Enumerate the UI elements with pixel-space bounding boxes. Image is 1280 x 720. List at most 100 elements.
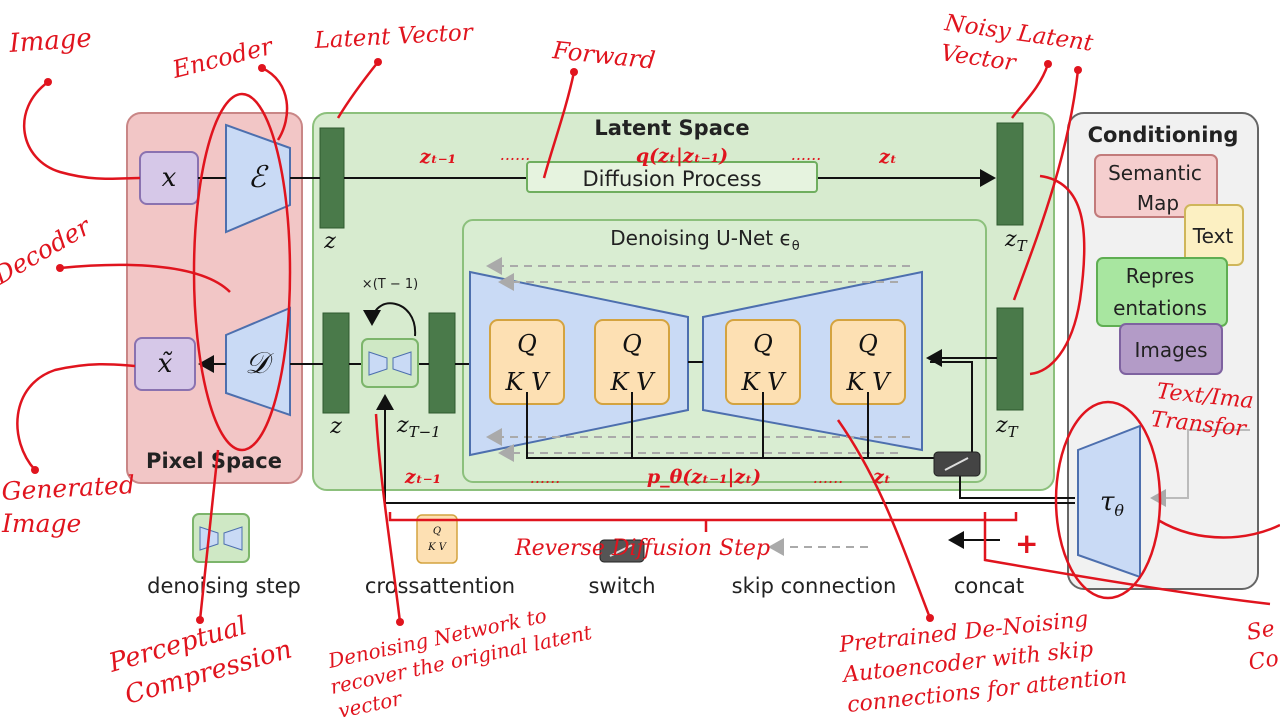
legend-mini-kv: K V [427,542,448,553]
forward-dots-left: ...... [500,145,531,164]
noisy-latent-pointer-2 [1012,69,1080,301]
conditioning-bus [526,392,940,459]
zT1-label: zT−1 [396,413,441,441]
map-label: Map [1137,191,1179,215]
latent-bar-zT1 [428,312,456,414]
conditioning-to-tau-line [1150,429,1250,507]
pixel-space-title: Pixel Space [146,449,282,473]
latent-bar-zT-bottom [996,307,1024,411]
images-box [1119,323,1223,375]
plus-mark: + [1015,527,1038,560]
zT-label-top: zT [1004,227,1028,255]
encoder-symbol: ℰ [248,160,269,195]
reverse-dots-left: ...... [530,468,561,487]
legend-concat: concat [954,574,1024,598]
repeat-loop-arrow [363,302,417,337]
annotation-se-1: Se [1245,616,1277,645]
qkv-block-4: Q K V [830,319,906,405]
annotation-image: Image [7,23,92,59]
qkv-block-3: Q K V [725,319,801,405]
pretrained-pointer [836,419,932,619]
dot-noisy-1 [1044,60,1052,68]
diffusion-process-label: Diffusion Process [582,167,761,191]
tau-sub: θ [1114,501,1124,520]
conditioning-title: Conditioning [1088,123,1239,147]
latent-vector-pointer [336,61,379,119]
legend-switch: switch [588,574,655,598]
latent-bar-zT-top [996,122,1024,226]
legend-crossattention-icon [416,514,458,564]
reverse-bracket [388,512,1018,532]
perceptual-pointer [198,449,220,621]
latent-bar-z-top [319,127,345,229]
qkv-1-q: Q [517,330,537,358]
z-label-top: z [323,229,336,254]
legend-switch-toggle [609,544,633,557]
forward-zt: zₜ [878,146,897,168]
annotation-forward: Forward [550,36,656,75]
unet-title-text: Denoising U-Net ϵ [610,226,792,250]
image-pointer [22,80,141,181]
dot-latent [374,58,382,66]
unet-title: Denoising U-Net ϵθ [610,226,800,254]
denoising-step-left-icon [368,351,388,376]
denoising-step-right-icon [392,351,412,376]
dot-encoder [258,64,266,72]
legend-mini-q: Q [433,526,441,537]
dot-generated [31,466,39,474]
qkv-2-kv: K V [610,368,657,396]
repeat-label: ×(T − 1) [362,277,418,292]
zT1-base: z [396,413,409,438]
images-label: Images [1134,338,1207,362]
encoder-trapezoid [225,123,291,234]
dot-image [44,78,52,86]
se-pointer [983,512,1271,606]
qkv-block-1: Q K V [489,319,565,405]
generated-pointer [16,362,136,471]
qkv-block-2: Q K V [594,319,670,405]
dot-decoder [56,264,64,272]
zT-bottom-base: z [995,413,1008,438]
qkv-4-q: Q [858,330,878,358]
qkv-2-q: Q [622,330,642,358]
unet-encoder-trapezoid [469,270,689,457]
zT1-sub: T−1 [409,423,441,441]
repres-label: Repres [1126,264,1195,288]
legend-crossattention: crossattention [365,574,515,598]
denoising-step-box [361,338,419,388]
perceptual-ellipse [192,92,292,452]
latent-space-title: Latent Space [594,116,749,140]
encoder-pointer [261,66,289,141]
annotation-layer [16,61,1280,623]
annotation-decoder: Decoder [0,211,97,291]
tau-ellipse [1054,400,1162,600]
denoising-network-pointer [374,413,402,623]
diffusion-process-box [526,161,818,193]
dot-perceptual [196,616,204,624]
decoder-pointer [59,263,231,293]
tau-symbol: τθ [1100,487,1124,520]
forward-pointer [542,71,576,179]
text-im-pointer [1157,518,1280,539]
unet-title-sub: θ [792,239,800,254]
reverse-formula: p_θ(zₜ₋₁|zₜ) [647,466,761,488]
forward-formula: q(zₜ|zₜ₋₁) [636,145,728,167]
dot-denoising [396,618,404,626]
annotation-se-2: Co [1247,646,1280,676]
reverse-dots-right: ...... [813,468,844,487]
latent-bar-z-bottom [322,312,350,414]
entations-label: entations [1113,296,1207,320]
annotation-encoder: Encoder [169,32,277,84]
x-symbol: x [162,163,177,193]
annotation-reverse-step: Reverse Diffusion Step [514,536,770,561]
dot-forward [570,68,578,76]
zT-label-bottom: zT [995,413,1019,441]
annotation-generated-2: Image [1,509,81,538]
forward-dots-right: ...... [791,145,822,164]
text-label: Text [1192,224,1234,248]
dot-noisy-2 [1074,66,1082,74]
legend-step-right [223,526,243,551]
legend-denoising-step: denoising step [147,574,301,598]
zT-top-sub: T [1017,237,1028,255]
